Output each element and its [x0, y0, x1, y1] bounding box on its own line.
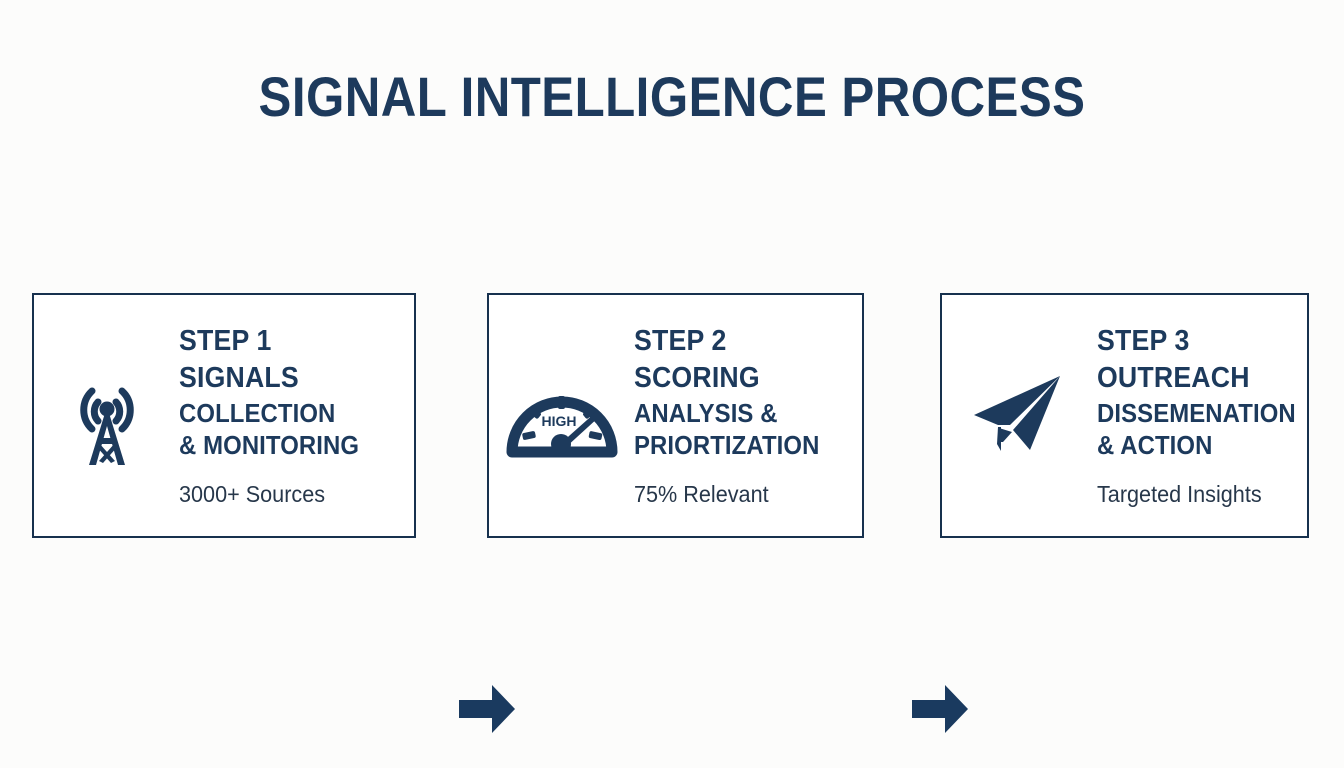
arrow-right-2-icon: [909, 678, 971, 740]
page-title: SIGNAL INTELLIGENCE PROCESS: [258, 65, 1086, 128]
step-2-heading: STEP 2 SCORING ANALYSIS & PRIORTIZATION: [634, 323, 856, 461]
step-1-heading: STEP 1 SIGNALS COLLECTION & MONITORING: [179, 323, 408, 461]
paper-plane-icon: [968, 368, 1072, 468]
step-1-subtitle-line-2: & MONITORING: [179, 430, 360, 460]
process-steps-row: STEP 1 SIGNALS COLLECTION & MONITORING 3…: [32, 293, 1309, 733]
step-3-text: STEP 3 OUTREACH DISSEMENATION & ACTION T…: [1097, 295, 1319, 536]
step-3-subtitle-line-2: & ACTION: [1097, 430, 1213, 460]
step-1-step-label: STEP 1: [179, 325, 272, 357]
step-2-step-label: STEP 2: [634, 325, 727, 357]
step-2-subtitle-line-2: PRIORTIZATION: [634, 430, 820, 460]
step-card-2[interactable]: HIGH STEP 2 SCORING ANALYSIS & PRIORTIZA…: [487, 293, 864, 538]
step-2-title: SCORING: [634, 362, 760, 394]
step-2-subtitle-line-1: ANALYSIS &: [634, 398, 778, 428]
radio-tower-icon: [65, 366, 149, 470]
step-2-text: STEP 2 SCORING ANALYSIS & PRIORTIZATION …: [634, 295, 862, 536]
step-3-icon-wrap: [942, 295, 1097, 536]
step-3-caption: Targeted Insights: [1097, 481, 1262, 507]
step-card-1[interactable]: STEP 1 SIGNALS COLLECTION & MONITORING 3…: [32, 293, 416, 538]
step-1-icon-wrap: [34, 295, 179, 536]
gauge-icon: HIGH: [504, 372, 620, 464]
step-1-text: STEP 1 SIGNALS COLLECTION & MONITORING 3…: [179, 295, 414, 536]
gauge-high-label: HIGH: [541, 413, 576, 429]
step-3-title: OUTREACH: [1097, 362, 1250, 394]
step-3-heading: STEP 3 OUTREACH DISSEMENATION & ACTION: [1097, 323, 1313, 461]
step-1-subtitle-line-1: COLLECTION: [179, 398, 336, 428]
step-1-title: SIGNALS: [179, 362, 299, 394]
step-card-3[interactable]: STEP 3 OUTREACH DISSEMENATION & ACTION T…: [940, 293, 1309, 538]
step-3-step-label: STEP 3: [1097, 325, 1190, 357]
step-1-caption: 3000+ Sources: [179, 481, 326, 507]
step-2-caption: 75% Relevant: [634, 481, 769, 507]
arrow-right-1-icon: [456, 678, 518, 740]
step-3-subtitle-line-1: DISSEMENATION: [1097, 398, 1296, 428]
step-2-icon-wrap: HIGH: [489, 295, 634, 536]
